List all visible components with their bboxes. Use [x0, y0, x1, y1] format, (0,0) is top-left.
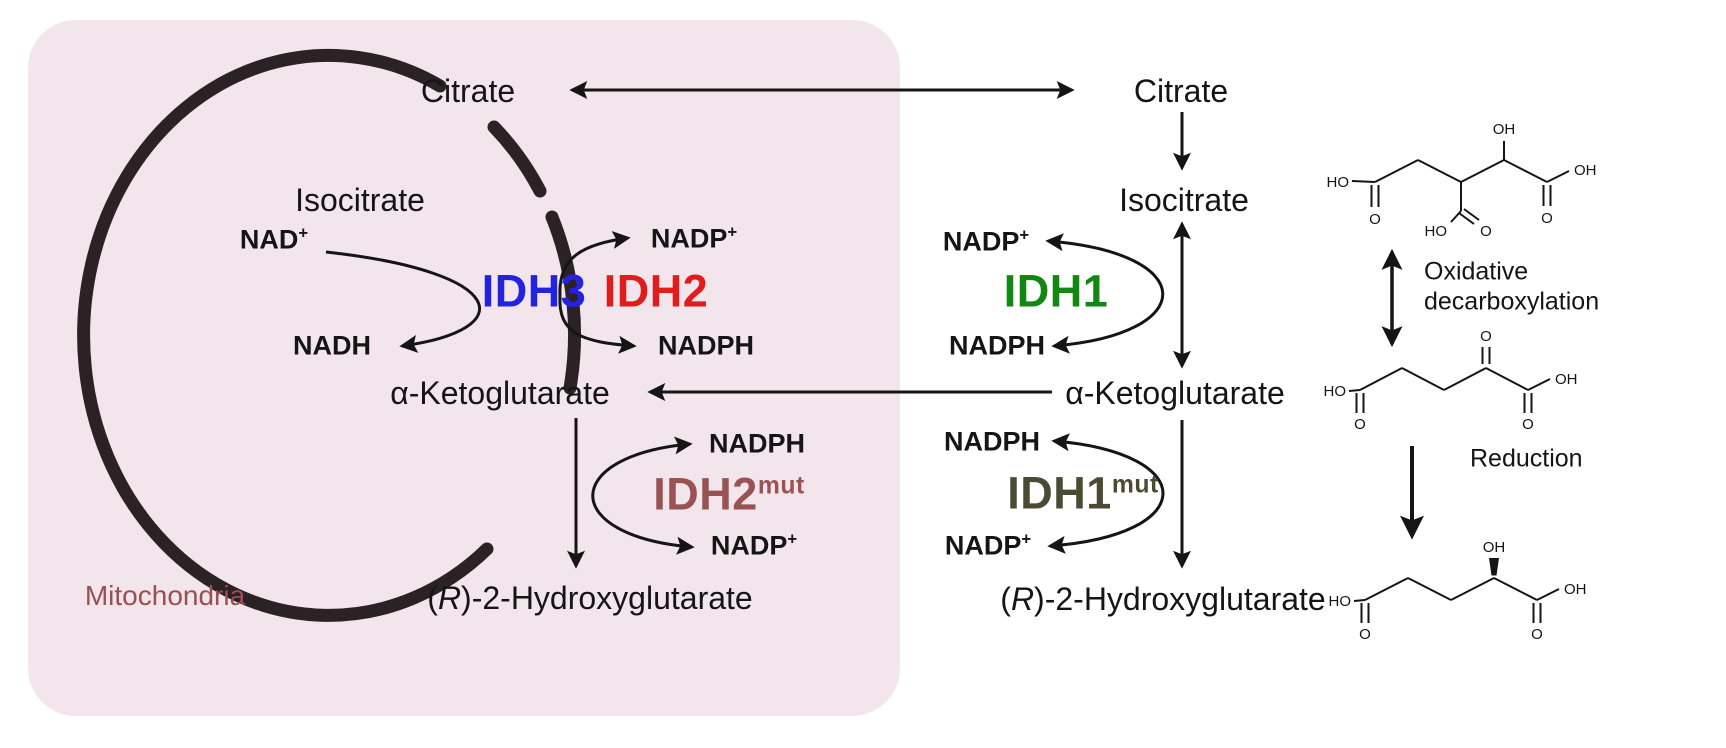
atom-label: HO: [1329, 593, 1352, 610]
atom-label: OH: [1574, 162, 1597, 179]
atom-label: HO: [1327, 174, 1350, 191]
metabolite-akg-cytosol: α-Ketoglutarate: [1065, 375, 1285, 411]
cofactor-curves: [325, 231, 1165, 555]
metabolite-isocitrate-mito: Isocitrate: [295, 182, 425, 218]
stereo-wedge-bond: [1489, 558, 1499, 576]
atom-label: O: [1480, 328, 1492, 345]
metabolite-citrate-mito: Citrate: [420, 73, 516, 109]
atom-label: O: [1480, 223, 1492, 240]
atom-label: O: [1354, 416, 1366, 433]
atom-label: OH: [1483, 539, 1506, 556]
cofactor-nadp-plus-mito: NADP+: [650, 222, 738, 254]
atom-label: OH: [1555, 371, 1578, 388]
membrane-arc-citrate-isocitrate: [487, 120, 547, 198]
pathway-arrows: [567, 81, 1191, 569]
atom-label: OH: [1564, 581, 1587, 598]
atom-label: OH: [1493, 121, 1516, 138]
mitochondrial-membrane: [77, 48, 582, 622]
membrane-arc-isocitrate-akg: [545, 210, 582, 395]
curve-idh1-cofactors: [1045, 233, 1165, 354]
atom-label: O: [1522, 416, 1534, 433]
metabolite-akg-mito: α-Ketoglutarate: [390, 375, 610, 411]
enzyme-idh1-mutant: IDH1mut: [1007, 467, 1159, 519]
cofactor-nadh: NADH: [293, 330, 371, 361]
metabolite-2hg-mito: (R)-2-Hydroxyglutarate: [427, 580, 753, 616]
metabolite-isocitrate-cytosol: Isocitrate: [1119, 182, 1249, 218]
curve-idh3-nad-nadh: [325, 250, 481, 353]
chemistry-arrows: [1381, 248, 1424, 540]
enzyme-idh2: IDH2: [603, 265, 709, 317]
mitochondria-region: [28, 20, 900, 716]
r-2-hydroxyglutarate-structure: HO O OH OH O: [1329, 539, 1587, 643]
atom-label: HO: [1425, 223, 1448, 240]
curve-idh1mut-cofactors: [1047, 433, 1165, 554]
atom-label: O: [1531, 626, 1543, 643]
cofactor-nadph-mito: NADPH: [657, 330, 755, 361]
enzyme-idh2-mutant: IDH2mut: [653, 468, 805, 520]
curve-idh2-nadp: [558, 231, 631, 297]
atom-label: O: [1541, 210, 1553, 227]
enzyme-idh3: IDH3: [481, 265, 587, 317]
curve-idh2mut-cofactors: [591, 436, 695, 555]
reaction-label-oxidative-line1: Oxidative: [1424, 257, 1529, 286]
mitochondria-label: Mitochondria: [84, 580, 246, 611]
reaction-label-oxidative-line2: decarboxylation: [1424, 287, 1600, 316]
atom-label: O: [1369, 211, 1381, 228]
cofactor-nad-plus: NAD+: [239, 223, 309, 255]
cofactor-nadp-plus-idh1mut: NADP+: [944, 529, 1032, 561]
cofactor-nadp-plus-cytosol: NADP+: [942, 225, 1030, 257]
enzyme-idh1: IDH1: [1003, 265, 1109, 317]
cofactor-nadp-plus-idh2mut: NADP+: [710, 529, 798, 561]
atom-label: HO: [1324, 383, 1347, 400]
membrane-arc-main: [77, 48, 494, 622]
reaction-label-reduction: Reduction: [1470, 444, 1583, 473]
atom-label: O: [1359, 626, 1371, 643]
cofactor-nadph-cytosol: NADPH: [948, 330, 1046, 361]
cofactor-nadph-idh2mut: NADPH: [708, 428, 806, 459]
isocitrate-structure: HO O HO O OH OH O: [1327, 121, 1597, 240]
cofactor-nadph-idh1mut: NADPH: [943, 426, 1041, 457]
metabolite-citrate-cytosol: Citrate: [1133, 73, 1229, 109]
alpha-ketoglutarate-structure: HO O O OH O: [1324, 328, 1578, 433]
curve-idh2-nadph: [558, 295, 637, 354]
metabolite-2hg-cytosol: (R)-2-Hydroxyglutarate: [1000, 581, 1326, 617]
